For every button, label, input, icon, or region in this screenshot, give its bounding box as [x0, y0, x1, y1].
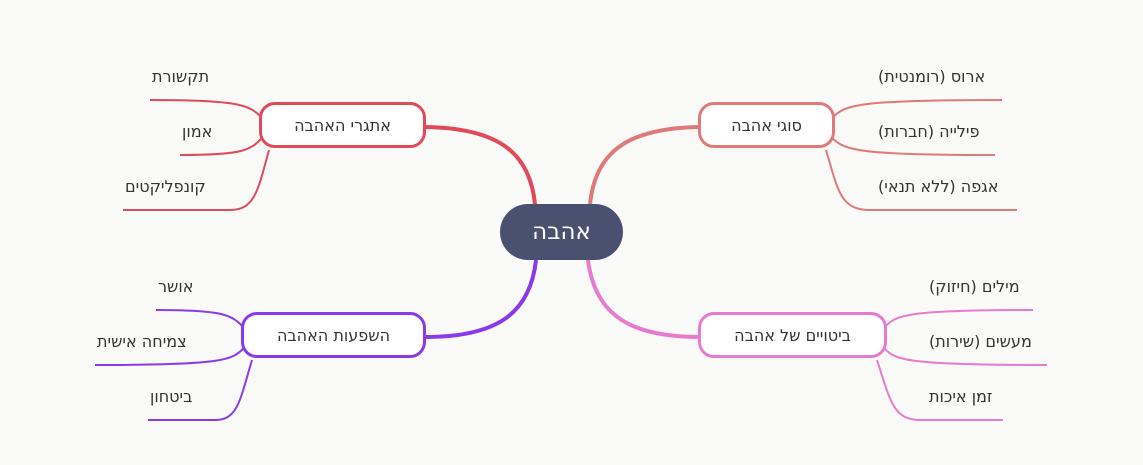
branch-label: השפעות האהבה — [276, 325, 391, 345]
root-node[interactable]: אהבה — [500, 204, 623, 260]
leaf-communication[interactable]: תקשורת — [152, 67, 210, 86]
branch-types-love[interactable]: סוגי אהבה — [698, 102, 835, 148]
leaf-philia[interactable]: פילייה (חברות) — [878, 122, 980, 141]
leaf-trust[interactable]: אמון — [182, 122, 213, 141]
branch-love-challenges[interactable]: אתגרי האהבה — [259, 102, 426, 148]
leaf-agape[interactable]: אגפה (ללא תנאי) — [878, 177, 999, 196]
leaf-conflicts[interactable]: קונפליקטים — [125, 177, 206, 196]
root-label: אהבה — [532, 219, 591, 245]
leaf-personal-growth[interactable]: צמיחה אישית — [97, 332, 187, 351]
branch-love-expressions[interactable]: ביטויים של אהבה — [698, 312, 887, 358]
leaf-eros[interactable]: ארוס (רומנטית) — [878, 67, 986, 86]
branch-label: ביטויים של אהבה — [734, 325, 851, 345]
leaf-security[interactable]: ביטחון — [150, 387, 193, 406]
branch-label: סוגי אהבה — [731, 115, 802, 135]
leaf-quality-time[interactable]: זמן איכות — [929, 387, 993, 406]
leaf-words[interactable]: מילים (חיזוק) — [929, 277, 1020, 296]
leaf-happiness[interactable]: אושר — [158, 277, 194, 296]
branch-love-effects[interactable]: השפעות האהבה — [241, 312, 426, 358]
branch-label: אתגרי האהבה — [294, 115, 391, 135]
leaf-acts[interactable]: מעשים (שירות) — [929, 332, 1032, 351]
